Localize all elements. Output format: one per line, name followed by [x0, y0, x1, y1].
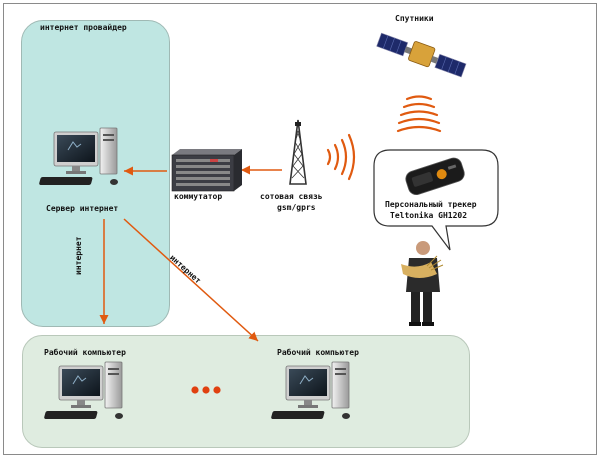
switch-icon	[171, 149, 242, 192]
switch-label: коммутатор	[174, 192, 223, 201]
server-computer-icon	[39, 127, 118, 185]
satellite-waves-icon	[396, 95, 442, 133]
gps-tracker-icon	[405, 157, 465, 196]
workstation-left-label: Рабочий компьютер	[44, 348, 126, 357]
more-computers-dots	[191, 386, 221, 394]
satellite-icon	[376, 32, 467, 78]
server-label: Сервер интернет	[46, 204, 119, 213]
diagram-canvas	[39, 32, 499, 419]
arrow-server-diagonal	[123, 218, 259, 342]
workstation-computer-right-icon	[271, 361, 350, 419]
cell-tower-icon	[289, 119, 307, 185]
tracker-bubble	[373, 149, 499, 251]
provider-zone	[21, 20, 170, 327]
tracker-label-line2: Teltonika GH1202	[390, 211, 468, 220]
person-icon	[401, 241, 444, 326]
satellites-label: Спутники	[395, 14, 434, 23]
tracker-label-line1: Персональный трекер	[385, 200, 477, 209]
provider-label: интернет провайдер	[40, 23, 127, 32]
workstation-computer-left-icon	[44, 361, 123, 419]
diagram-frame: интернет провайдер Спутники Сервер интер…	[3, 3, 597, 455]
signal-waves-icon	[326, 133, 356, 181]
workstation-right-label: Рабочий компьютер	[277, 348, 359, 357]
internet-vertical-label: интернет	[74, 236, 83, 275]
gsm-label: gsm/gprs	[277, 203, 316, 212]
cellular-label: сотовая связь	[260, 192, 323, 201]
